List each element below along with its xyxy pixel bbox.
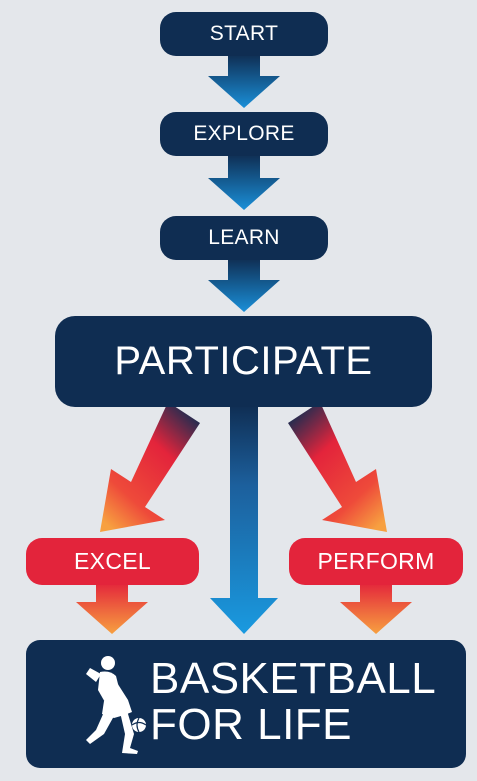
arrow-explore-to-learn — [208, 154, 280, 210]
arrow-learn-to-participate — [208, 258, 280, 312]
outcome-label-line1: BASKETBALL — [150, 654, 437, 703]
step-explore-label: EXPLORE — [193, 122, 295, 145]
arrow-start-to-explore — [208, 54, 280, 108]
outcome-label-line2: FOR LIFE — [150, 700, 353, 749]
step-learn: LEARN — [160, 216, 328, 260]
step-excel-label: EXCEL — [74, 548, 151, 574]
step-participate: PARTICIPATE — [55, 316, 432, 407]
step-participate-label: PARTICIPATE — [114, 339, 373, 383]
outcome-label: BASKETBALL FOR LIFE — [150, 656, 436, 748]
step-learn-label: LEARN — [208, 226, 280, 249]
step-start-label: START — [209, 22, 279, 45]
arrow-participate-to-perform — [288, 402, 387, 532]
step-explore: EXPLORE — [160, 112, 328, 156]
arrow-excel-to-outcome — [76, 582, 148, 634]
arrow-participate-to-outcome — [210, 404, 278, 634]
arrow-participate-to-excel — [100, 402, 200, 532]
outcome-basketball-for-life: BASKETBALL FOR LIFE — [26, 640, 466, 768]
arrow-perform-to-outcome — [340, 582, 412, 634]
step-perform-label: PERFORM — [317, 548, 435, 574]
step-start: START — [160, 12, 328, 56]
step-perform: PERFORM — [289, 538, 463, 585]
basketball-player-icon — [86, 656, 147, 754]
step-excel: EXCEL — [26, 538, 199, 585]
